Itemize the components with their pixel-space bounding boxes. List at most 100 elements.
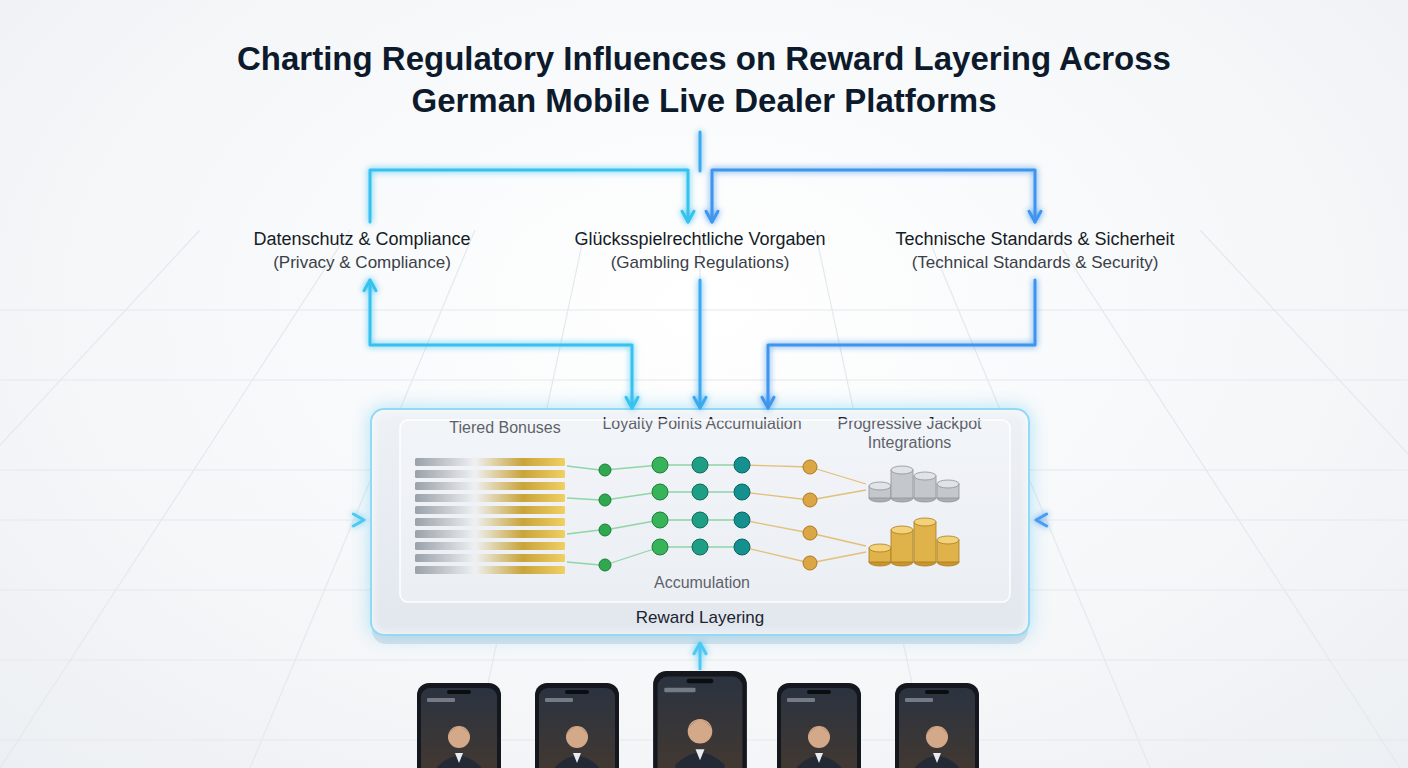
node-heading: Loyalty Points Accumulation (597, 412, 807, 433)
coin-stack (914, 476, 936, 498)
coin-dot (803, 460, 817, 474)
node-subtext: (Gambling Regulations) (540, 251, 860, 274)
point-dot (652, 484, 668, 500)
phone-mockup (653, 671, 747, 768)
jackpot-lines (742, 465, 866, 563)
coin-stack (869, 494, 891, 502)
loyalty-points (599, 457, 750, 571)
point-dot (599, 494, 611, 506)
point-dot (599, 559, 611, 571)
coin-stack (937, 484, 959, 498)
grid-line (0, 230, 350, 768)
network-line (605, 492, 660, 500)
node-subtext: (Privacy & Compliance) (222, 251, 502, 274)
grid-lines (0, 230, 1408, 768)
coin-stack (914, 522, 936, 562)
silver-stacks (869, 466, 959, 502)
flow-arrow (370, 280, 632, 408)
network-lines (567, 465, 742, 565)
coin-stack (891, 470, 913, 498)
input-arrow (205, 519, 364, 522)
phone-mockup (895, 683, 979, 768)
network-line (660, 464, 742, 465)
phone-mockup (777, 683, 861, 768)
coin-stack (869, 544, 891, 552)
regulation-node: Datenschutz & Compliance(Privacy & Compl… (222, 222, 502, 280)
coin-stack (914, 558, 936, 566)
network-line (605, 547, 660, 565)
coin-stack (914, 494, 936, 502)
coin-stack (869, 486, 891, 498)
grid-line (1200, 230, 1408, 768)
node-subtext: Accumulation (597, 573, 807, 592)
network-line (810, 467, 866, 484)
node-heading: Reward Layering (372, 608, 1028, 628)
network-line (660, 491, 742, 492)
point-dot (692, 512, 708, 528)
coin-stack (869, 558, 891, 566)
tier-bar (415, 494, 565, 502)
node-heading: Progressive Jackpot Integrations (802, 412, 1017, 452)
coin-stack (914, 518, 936, 526)
tier-bar (415, 530, 565, 538)
diagram-title: Charting Regulatory Influences on Reward… (224, 38, 1184, 122)
grid-line (0, 309, 1408, 310)
network-line (742, 492, 810, 500)
coin-dot (803, 526, 817, 540)
coin-stack (891, 558, 913, 566)
network-line (567, 530, 600, 534)
node-heading: Datenschutz & Compliance (222, 228, 502, 251)
point-dot (692, 457, 708, 473)
network-line (605, 465, 660, 470)
reward-panel: Reward Layering Tiered BonusesLoyalty Poi… (370, 408, 1030, 636)
flow-arrow (768, 280, 1035, 408)
coin-stack (937, 536, 959, 544)
reward-layer: Loyalty Points AccumulationAccumulation (597, 412, 807, 592)
point-dot (734, 484, 750, 500)
network-line (742, 520, 810, 533)
reward-layer: Tiered Bonuses (415, 418, 595, 583)
network-line (810, 552, 866, 563)
coin-stack (937, 540, 959, 562)
grid-line (0, 230, 200, 768)
coin-stack (869, 482, 891, 490)
regulation-node: Technische Standards & Sicherheit(Techni… (865, 222, 1205, 280)
point-dot (599, 464, 611, 476)
point-dot (734, 512, 750, 528)
coin-dot (803, 556, 817, 570)
node-heading: Glücksspielrechtliche Vorgaben (540, 228, 860, 251)
coin-stack (937, 558, 959, 566)
point-dot (652, 539, 668, 555)
gold-stacks (869, 518, 959, 566)
flow-arrow (370, 170, 688, 222)
network-line (605, 520, 660, 530)
flow-arrow (712, 170, 1035, 222)
point-dot (599, 524, 611, 536)
phone-mockup (417, 683, 501, 768)
network-line (742, 547, 810, 563)
network-line (660, 546, 742, 547)
coin-stack (914, 472, 936, 480)
point-dot (734, 457, 750, 473)
point-dot (692, 539, 708, 555)
network-line (567, 562, 600, 565)
grid-line (1050, 230, 1400, 768)
tier-bar (415, 518, 565, 526)
tier-bar (415, 470, 565, 478)
network-line (742, 465, 810, 467)
tier-bar (415, 458, 565, 466)
node-subtext: (Technical Standards & Security) (865, 251, 1205, 274)
network-line (660, 519, 742, 520)
reward-layer: Progressive Jackpot Integrations (802, 412, 1017, 592)
coin-stack (891, 526, 913, 534)
grid-line (0, 739, 1408, 740)
regulation-node: Glücksspielrechtliche Vorgaben(Gambling … (540, 222, 860, 280)
tier-bar (415, 506, 565, 514)
node-heading: Technische Standards & Sicherheit (865, 228, 1205, 251)
grid-line (0, 379, 1408, 380)
jackpot-dots (803, 460, 817, 570)
input-arrow (699, 643, 702, 670)
coin-stack (891, 494, 913, 502)
grid-line (0, 659, 1408, 660)
inner-frame (400, 420, 1010, 602)
